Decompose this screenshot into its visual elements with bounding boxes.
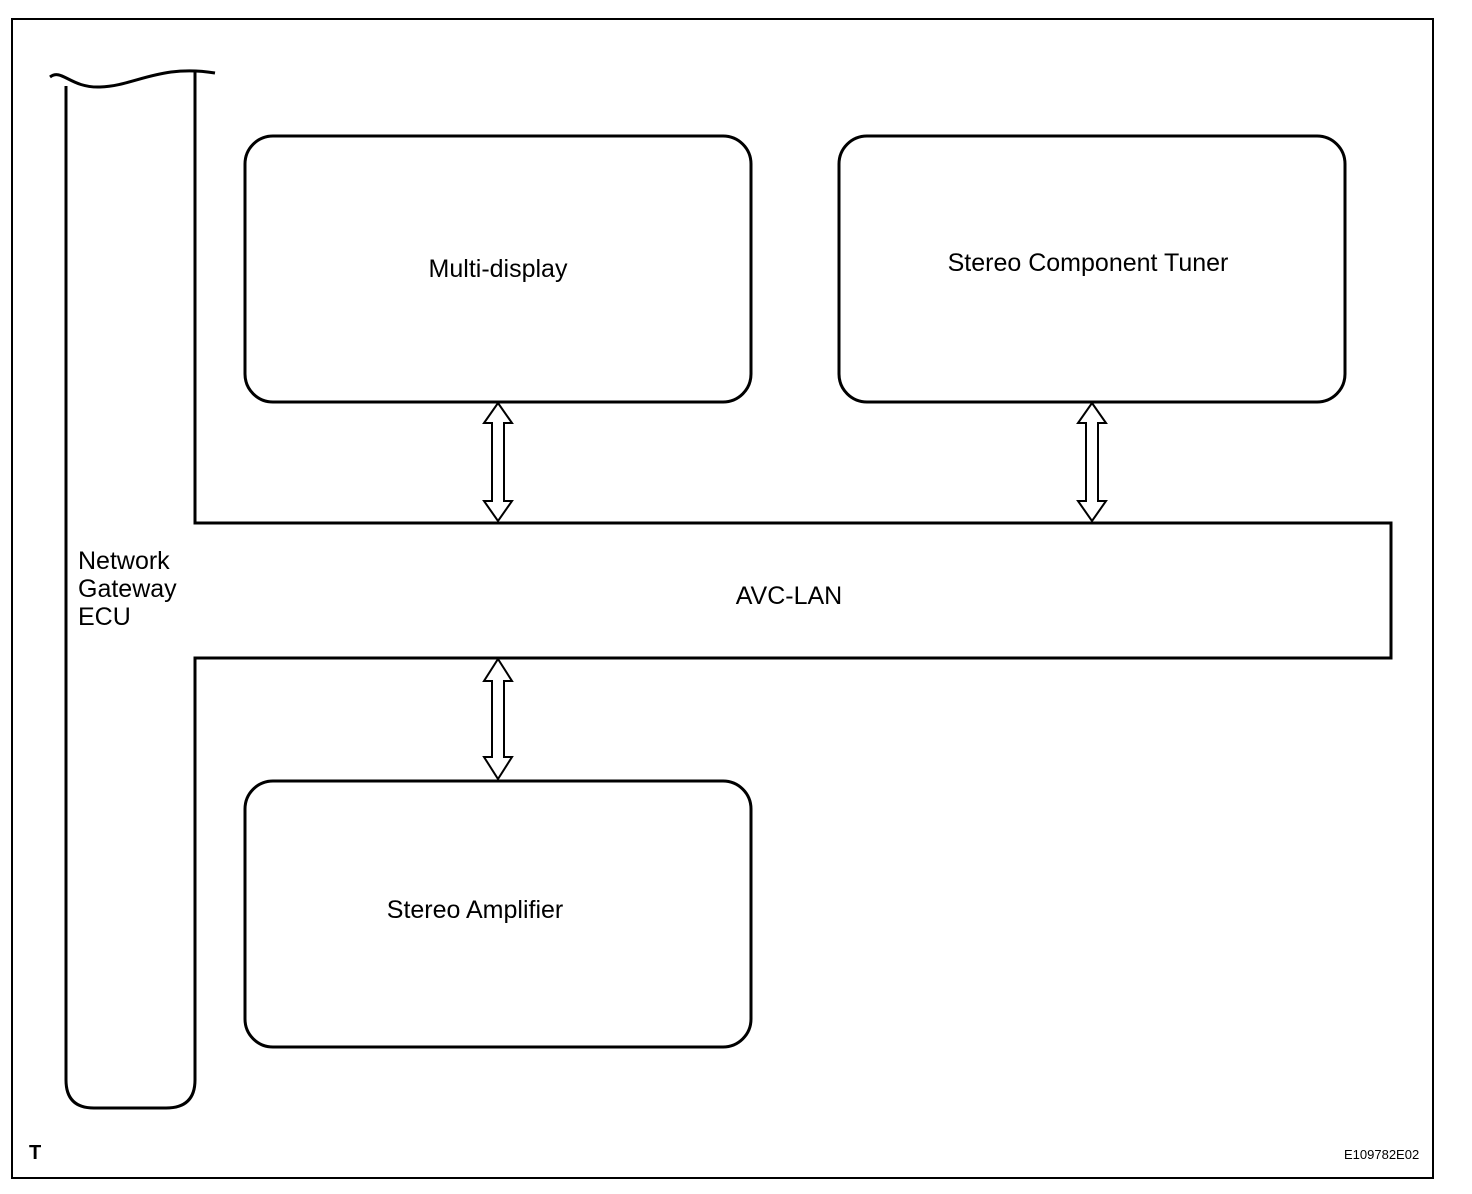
corner-mark: T: [29, 1142, 42, 1164]
multi-display-label: Multi-display: [428, 255, 568, 283]
stereo-amplifier-label: Stereo Amplifier: [386, 896, 564, 924]
arrow-stereo-tuner-avc-lan: [1076, 401, 1108, 523]
ecu-label-line-3: ECU: [78, 603, 131, 631]
stereo-component-tuner-label: Stereo Component Tuner: [947, 249, 1229, 277]
figure-code: E109782E02: [1344, 1147, 1420, 1162]
stereo-amplifier-box: [243, 779, 753, 1049]
network-gateway-ecu-bus-outline: [64, 70, 1393, 1110]
break-line: [49, 69, 216, 89]
network-gateway-ecu-label: Network Gateway ECU: [78, 547, 177, 631]
arrow-multi-display-avc-lan: [482, 401, 514, 523]
avc-lan-label: AVC-LAN: [735, 582, 843, 610]
ecu-label-line-2: Gateway: [78, 575, 177, 603]
outer-frame: [11, 18, 1434, 1179]
arrow-avc-lan-stereo-amplifier: [482, 657, 514, 781]
ecu-label-line-1: Network: [78, 547, 170, 575]
